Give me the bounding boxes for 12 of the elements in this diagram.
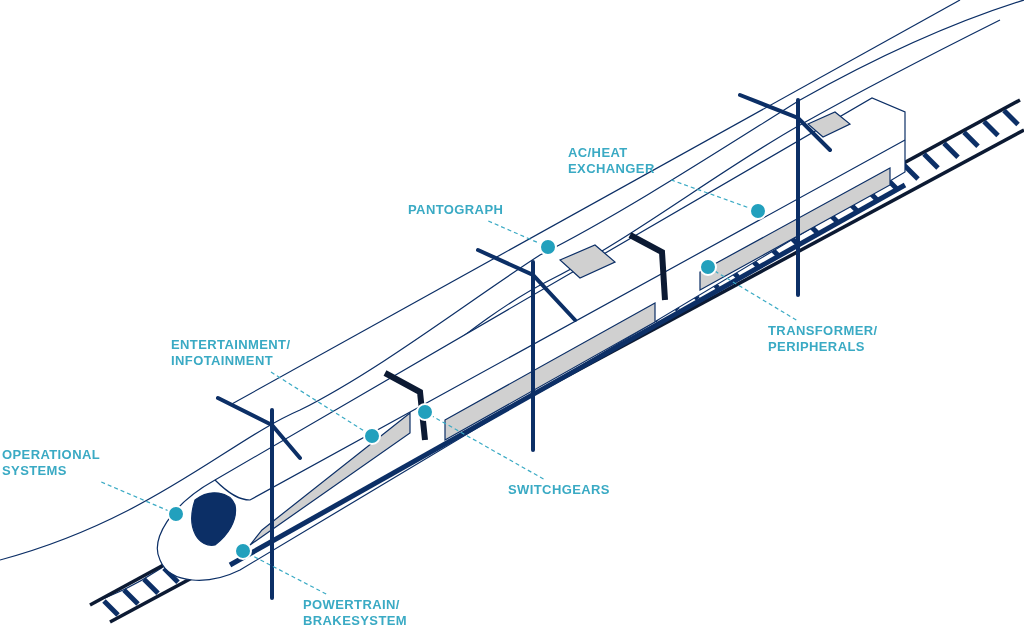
callout-label: TRANSFORMER/ PERIPHERALS	[768, 323, 888, 355]
marker-dot	[167, 505, 185, 523]
leader-line	[270, 371, 365, 432]
leader-line	[715, 271, 797, 321]
callout-label: ENTERTAINMENT/ INFOTAINMENT	[171, 337, 311, 369]
callout-label: AC/HEAT EXCHANGER	[568, 145, 668, 177]
callout-label: POWERTRAIN/ BRAKESYSTEM	[303, 597, 423, 629]
callout-label: PANTOGRAPH	[408, 202, 518, 218]
marker-dot	[539, 238, 557, 256]
leader-line	[100, 481, 169, 512]
callout-label: SWITCHGEARS	[508, 482, 618, 498]
callout-label: OPERATIONAL SYSTEMS	[2, 447, 112, 479]
